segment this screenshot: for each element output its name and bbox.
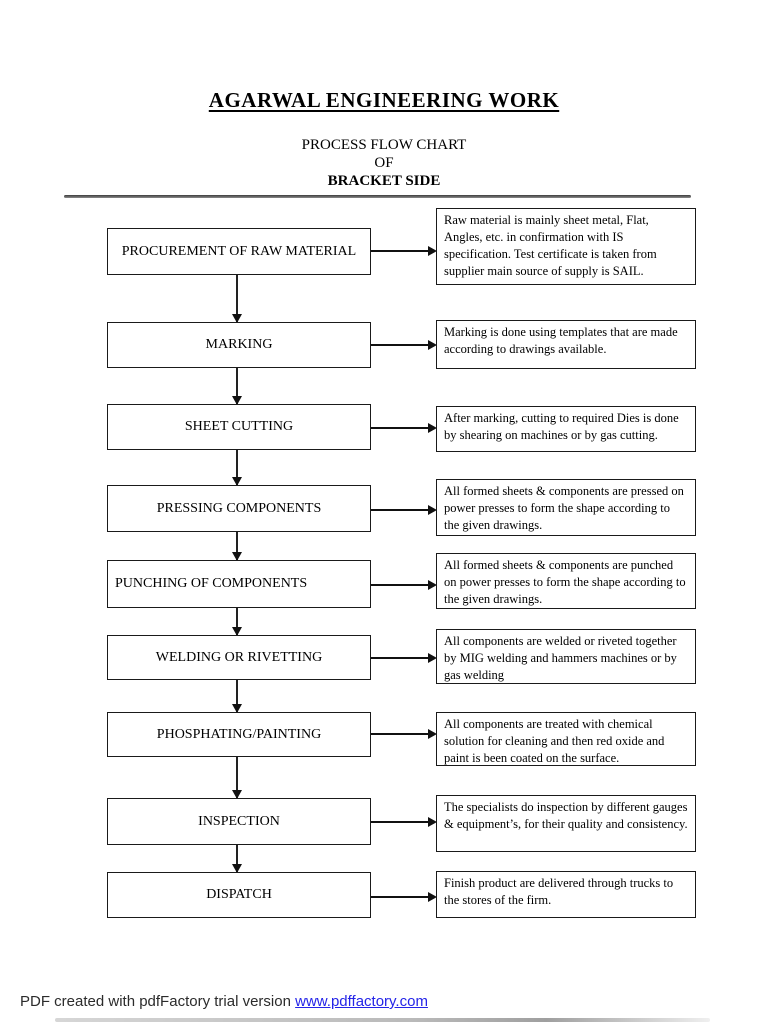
step-desc-2: Marking is done using templates that are… xyxy=(436,320,696,369)
step-desc-4: All formed sheets & components are press… xyxy=(436,479,696,536)
step-box-4: PRESSING COMPONENTS xyxy=(107,485,371,532)
arrow-right-icon xyxy=(371,340,437,350)
step-desc-6: All components are welded or riveted tog… xyxy=(436,629,696,684)
arrow-right-icon xyxy=(371,729,437,739)
step-label: MARKING xyxy=(205,337,273,352)
watermark-text: PDF created with pdfFactory trial versio… xyxy=(20,993,296,1010)
step-box-7: PHOSPHATING/PAINTING xyxy=(107,712,371,757)
step-label: PRESSING COMPONENTS xyxy=(156,500,322,516)
page-title: AGARWAL ENGINEERING WORK xyxy=(208,88,560,112)
arrow-right-icon xyxy=(371,653,437,663)
step-desc-text: All formed sheets & components are press… xyxy=(444,484,684,532)
arrow-right-icon xyxy=(371,423,437,433)
subtitle-line-2: OF xyxy=(374,155,394,171)
arrow-down-icon xyxy=(232,757,242,799)
subtitle-line-1: PROCESS FLOW CHART xyxy=(301,137,467,153)
step-desc-text: All components are welded or riveted tog… xyxy=(444,634,677,682)
step-desc-text: Finish product are delivered through tru… xyxy=(444,876,674,907)
arrow-right-icon xyxy=(371,817,437,827)
arrow-down-icon xyxy=(232,450,242,486)
pdffactory-link[interactable]: www.pdffactory.com xyxy=(295,993,428,1010)
step-desc-7: All components are treated with chemical… xyxy=(436,712,696,766)
step-box-5: PUNCHING OF COMPONENTS xyxy=(107,560,371,608)
arrow-down-icon xyxy=(232,608,242,636)
arrow-down-icon xyxy=(232,532,242,561)
step-desc-text: Raw material is mainly sheet metal, Flat… xyxy=(444,213,657,278)
chart-subtitle: PROCESS FLOW CHART OF BRACKET SIDE xyxy=(0,136,768,190)
step-label: INSPECTION xyxy=(198,813,280,829)
step-desc-text: After marking, cutting to required Dies … xyxy=(444,411,679,442)
header-divider xyxy=(64,195,691,198)
scan-artifact xyxy=(55,1018,710,1022)
step-box-9: DISPATCH xyxy=(107,872,371,918)
step-desc-5: All formed sheets & components are punch… xyxy=(436,553,696,609)
step-desc-9: Finish product are delivered through tru… xyxy=(436,871,696,918)
step-desc-text: All components are treated with chemical… xyxy=(444,717,665,765)
step-desc-3: After marking, cutting to required Dies … xyxy=(436,406,696,452)
step-desc-text: The specialists do inspection by differe… xyxy=(444,800,688,831)
arrow-right-icon xyxy=(371,580,437,590)
arrow-right-icon xyxy=(371,892,437,902)
step-box-2: MARKING xyxy=(107,322,371,368)
step-label: WELDING OR RIVETTING xyxy=(155,649,323,665)
subtitle-line-3: BRACKET SIDE xyxy=(327,173,441,189)
arrow-down-icon xyxy=(232,368,242,405)
step-box-3: SHEET CUTTING xyxy=(107,404,371,450)
step-box-6: WELDING OR RIVETTING xyxy=(107,635,371,680)
step-label: PUNCHING OF COMPONENTS xyxy=(115,576,308,591)
arrow-down-icon xyxy=(232,275,242,323)
arrow-right-icon xyxy=(371,246,437,256)
step-box-1: PROCUREMENT OF RAW MATERIAL xyxy=(107,228,371,275)
step-desc-8: The specialists do inspection by differe… xyxy=(436,795,696,852)
pdf-watermark: PDF created with pdfFactory trial versio… xyxy=(20,993,428,1010)
step-label: SHEET CUTTING xyxy=(184,419,294,434)
arrow-down-icon xyxy=(232,845,242,873)
step-label: PHOSPHATING/PAINTING xyxy=(156,726,322,742)
step-desc-text: All formed sheets & components are punch… xyxy=(444,558,686,606)
arrow-right-icon xyxy=(371,505,437,515)
step-label: PROCUREMENT OF RAW MATERIAL xyxy=(121,243,357,259)
step-label: DISPATCH xyxy=(206,887,272,902)
step-desc-text: Marking is done using templates that are… xyxy=(444,325,678,356)
step-box-8: INSPECTION xyxy=(107,798,371,845)
arrow-down-icon xyxy=(232,680,242,713)
step-desc-1: Raw material is mainly sheet metal, Flat… xyxy=(436,208,696,285)
